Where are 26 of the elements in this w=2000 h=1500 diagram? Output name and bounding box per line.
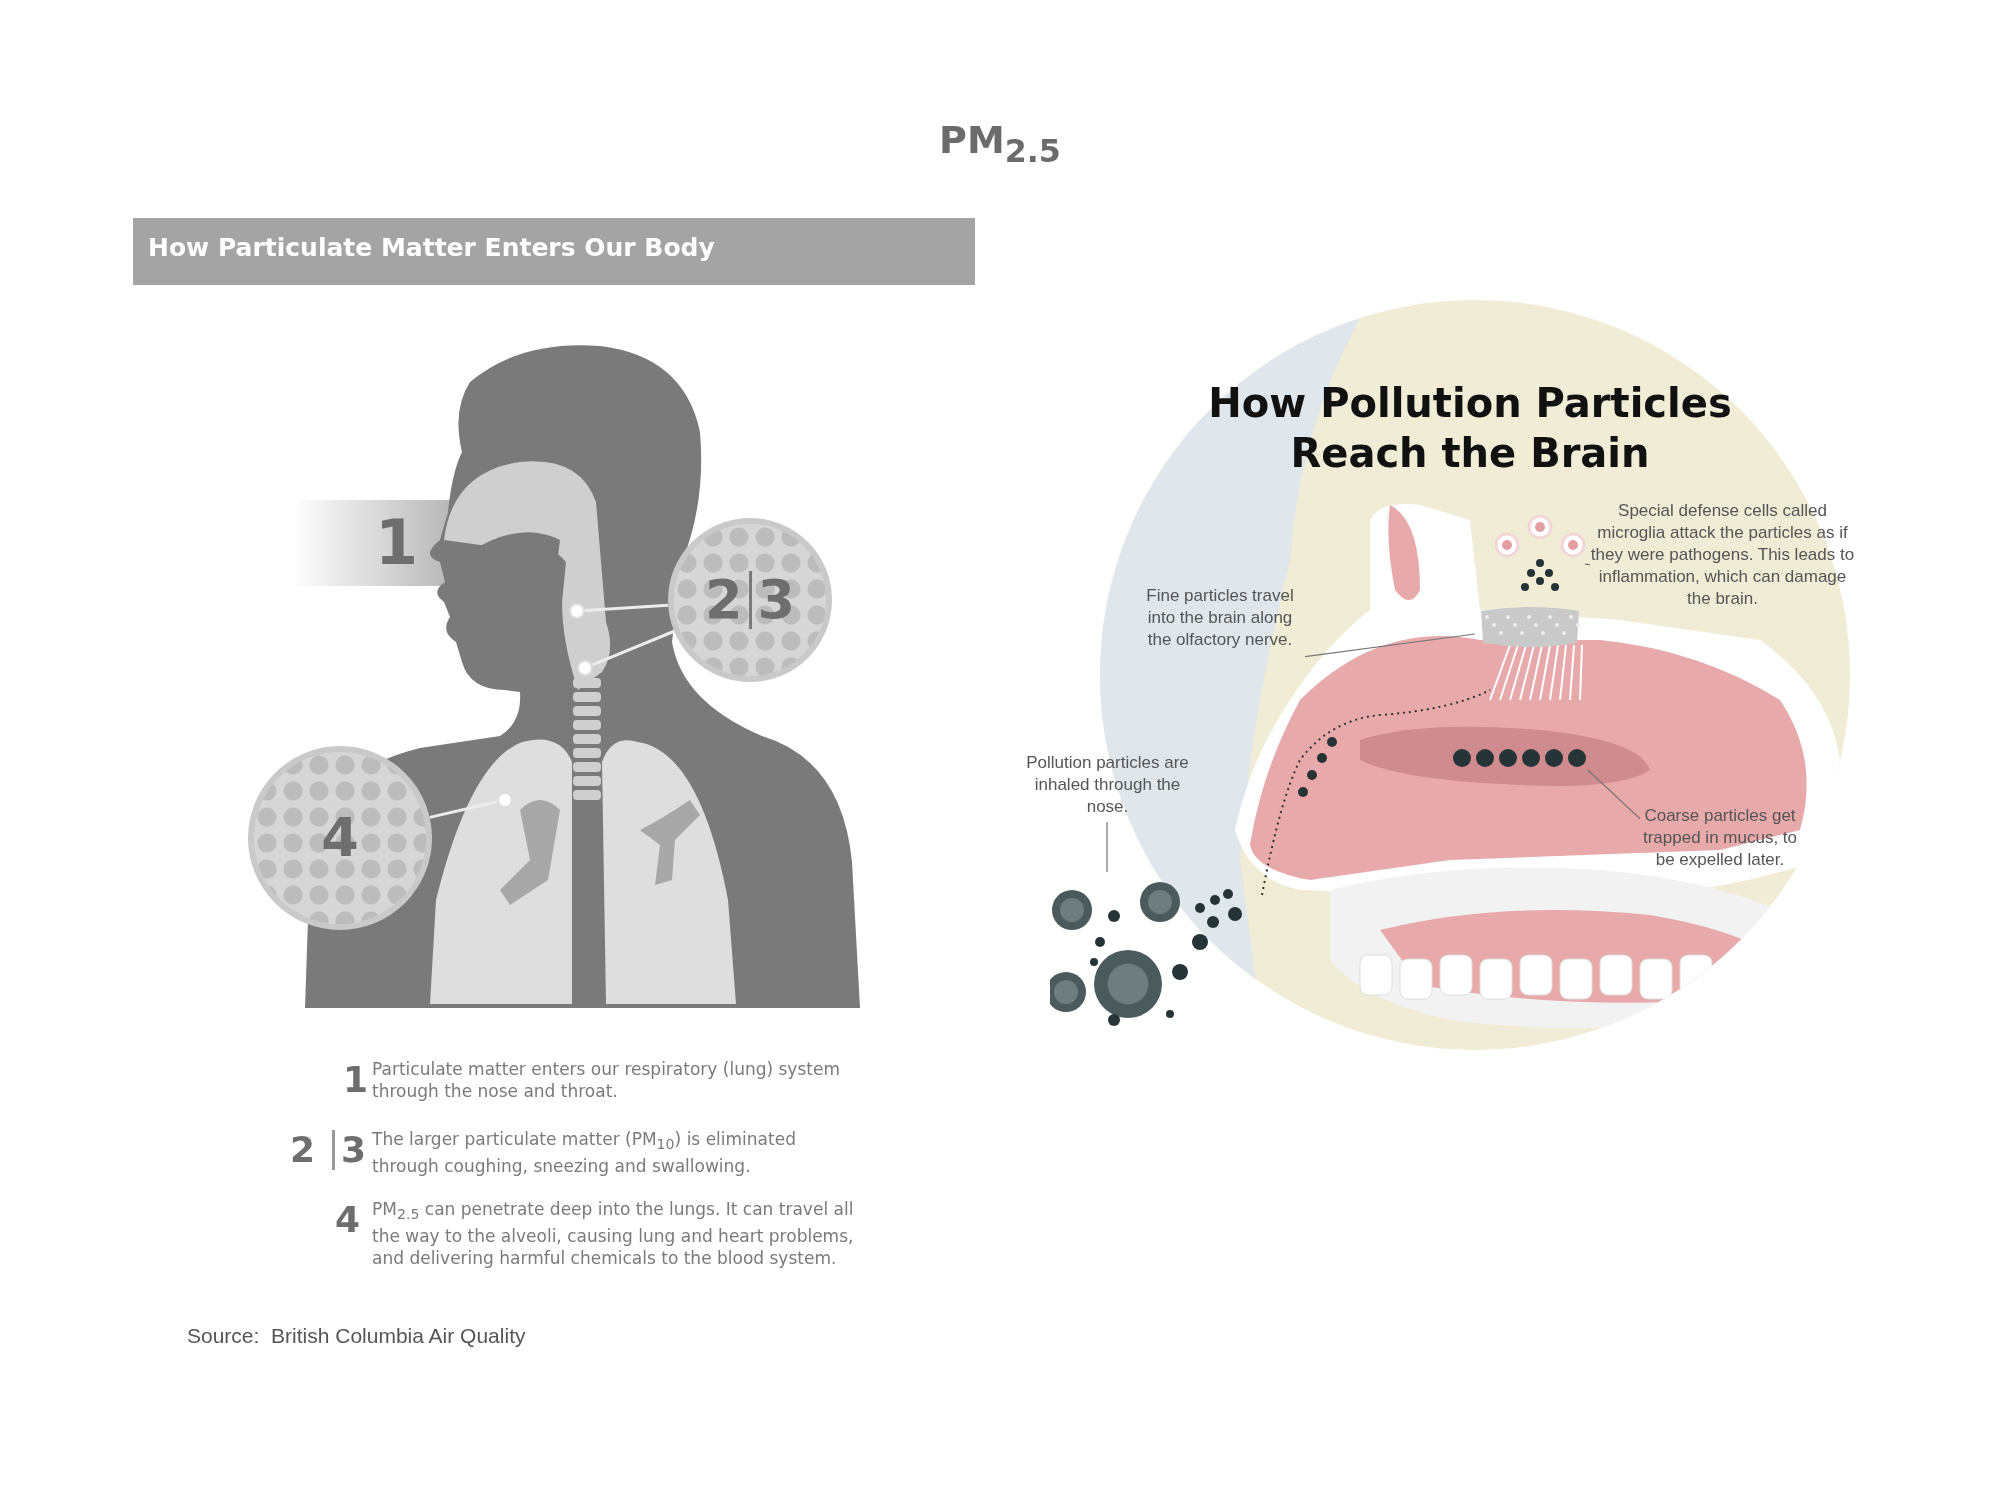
leader-line [1584, 563, 1591, 566]
callout-text: Pollution particles are inhaled through the nose. [1025, 752, 1190, 822]
callout-number: 4 [321, 808, 359, 868]
callout-number: 2 [704, 570, 743, 630]
list-number: 1 [343, 1060, 369, 1100]
leader-line [1304, 633, 1476, 658]
title: PM$_{2.5}$ [938, 118, 1062, 169]
source-note: Source: British Columbia Air Quality [187, 1324, 526, 1348]
leader-line [429, 800, 498, 819]
list-text: PM$_{2.5}$ can penetrate deep into the lungs. It can travel all the way to the alveoli, causing lung and heart problems, and delivering harmful chemicals to the blood system. [372, 1198, 855, 1270]
leader-line [584, 603, 669, 612]
leader-line [591, 629, 675, 667]
list-number: 4 [335, 1200, 361, 1240]
callout-text: Fine particles travel into the brain along the olfactory nerve. [1135, 585, 1305, 677]
callout-text: Special defense cells called microglia attack the particles as if they were pathogens. This leads to inflammation, which can damage the brain. [1590, 500, 1855, 645]
callout-text: Coarse particles get trapped in mucus, to be expelled later. [1640, 805, 1800, 897]
panel-heading: How Pollution Particles Reach the Brain [1207, 379, 1733, 478]
callout-number: 3 [757, 570, 796, 630]
list-number: 3 [332, 1130, 367, 1170]
list-number: 2 [290, 1130, 316, 1170]
callout-number: 1 [375, 508, 419, 578]
list-text: The larger particulate matter (PM$_{10}$) is eliminated through coughing, sneezing and swallowing. [372, 1128, 797, 1178]
panel-heading: How Particulate Matter Enters Our Body [148, 233, 715, 262]
leader-line [1587, 769, 1641, 820]
list-text: Particulate matter enters our respiratory (lung) system through the nose and throat. [372, 1058, 841, 1102]
leader-line [1106, 821, 1108, 873]
